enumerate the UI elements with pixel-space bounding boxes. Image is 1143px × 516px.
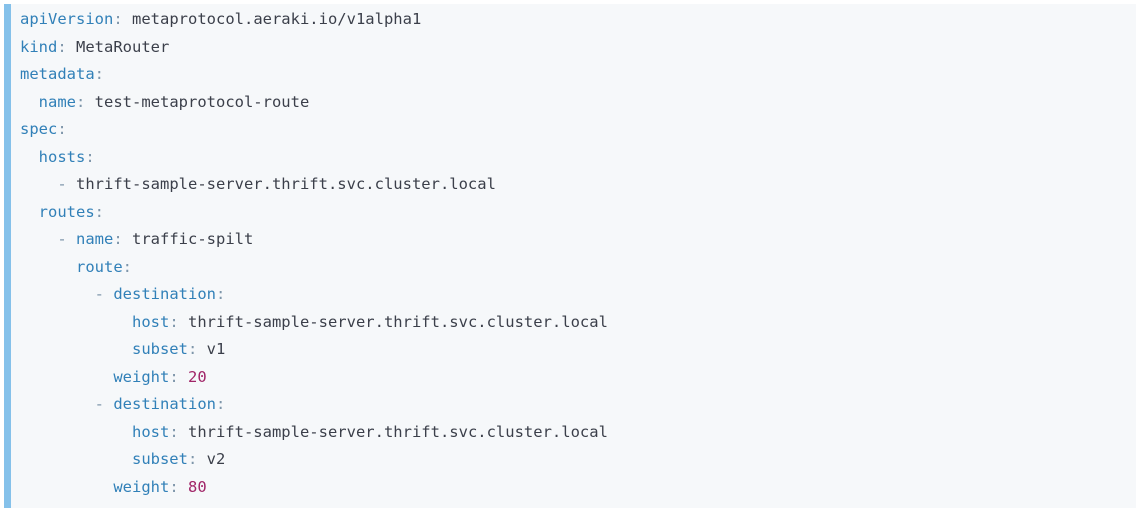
code-token-ws [20, 258, 76, 276]
code-token-ws [20, 478, 113, 496]
code-token-punct: : [169, 422, 188, 441]
code-content: apiVersion: metaprotocol.aeraki.io/v1alp… [20, 6, 1126, 501]
code-token-number: 20 [188, 367, 207, 386]
code-line: - destination: [20, 281, 1126, 309]
code-token-value: v1 [206, 340, 226, 358]
code-token-ws [20, 285, 95, 303]
code-token-value: thrift-sample-server.thrift.svc.cluster.… [187, 312, 608, 331]
code-token-punct: : [169, 367, 188, 386]
code-token-key: route [76, 257, 123, 276]
code-token-key: weight [113, 477, 170, 496]
code-token-punct: : [85, 147, 95, 166]
code-token-punct: - [94, 395, 114, 413]
code-token-key: hosts [38, 147, 86, 166]
code-token-number: 80 [188, 477, 207, 496]
code-token-ws [20, 368, 113, 386]
code-token-value: traffic-spilt [132, 230, 254, 248]
code-token-punct: : [187, 340, 207, 358]
code-token-punct: - [57, 175, 76, 193]
code-token-value: MetaRouter [76, 37, 170, 56]
code-line: - thrift-sample-server.thrift.svc.cluste… [20, 171, 1126, 199]
code-token-key: apiVersion [20, 10, 114, 28]
code-line: weight: 20 [20, 364, 1126, 392]
code-token-value: test-metaprotocol-route [94, 92, 310, 111]
code-token-ws [20, 230, 57, 248]
code-token-key: kind [20, 37, 58, 56]
code-token-punct: : [122, 257, 133, 276]
code-token-ws [20, 395, 95, 413]
code-line: host: thrift-sample-server.thrift.svc.cl… [20, 419, 1126, 447]
code-token-ws [20, 313, 132, 331]
code-token-punct: : [76, 92, 95, 111]
code-token-punct: - [57, 230, 76, 248]
code-token-key: routes [38, 202, 95, 221]
code-token-punct: : [94, 65, 104, 83]
code-token-key: spec [20, 120, 58, 138]
code-token-punct: - [94, 285, 114, 303]
code-token-key: subset [131, 450, 188, 468]
code-line: subset: v1 [20, 336, 1126, 364]
code-token-key: subset [131, 340, 188, 358]
code-token-punct: : [215, 285, 226, 303]
code-token-punct: : [94, 202, 105, 221]
code-token-key: destination [113, 285, 216, 303]
code-token-key: metadata [20, 65, 95, 83]
code-token-ws [20, 423, 132, 441]
code-token-ws [20, 93, 39, 111]
code-token-punct: : [169, 312, 188, 331]
code-line: subset: v2 [20, 446, 1126, 474]
code-line: host: thrift-sample-server.thrift.svc.cl… [20, 309, 1126, 337]
code-line: metadata: [20, 61, 1126, 89]
code-line: apiVersion: metaprotocol.aeraki.io/v1alp… [20, 6, 1126, 34]
code-token-punct: : [215, 395, 226, 413]
code-token-value: thrift-sample-server.thrift.svc.cluster.… [187, 422, 608, 441]
code-token-ws [20, 450, 132, 468]
code-line: - name: traffic-spilt [20, 226, 1126, 254]
code-line: route: [20, 254, 1126, 282]
code-token-ws [20, 148, 39, 166]
code-token-punct: : [57, 120, 67, 138]
code-token-punct: : [113, 10, 132, 28]
code-token-key: host [131, 312, 170, 331]
code-token-punct: : [187, 450, 207, 468]
code-token-punct: : [169, 477, 188, 496]
code-line: name: test-metaprotocol-route [20, 89, 1126, 117]
code-token-punct: : [57, 37, 76, 56]
code-token-key: destination [113, 395, 216, 413]
code-line: hosts: [20, 144, 1126, 172]
code-token-ws [20, 340, 132, 358]
code-token-value: v2 [206, 450, 226, 468]
code-token-key: name [38, 92, 76, 111]
code-line: spec: [20, 116, 1126, 144]
code-token-key: host [131, 422, 170, 441]
code-token-key: name [76, 230, 114, 248]
code-token-ws [20, 203, 39, 221]
code-token-punct: : [113, 230, 132, 248]
code-line: kind: MetaRouter [20, 34, 1126, 62]
code-token-value: metaprotocol.aeraki.io/v1alpha1 [132, 10, 422, 28]
code-token-ws [20, 175, 57, 193]
code-line: - destination: [20, 391, 1126, 419]
code-token-value: thrift-sample-server.thrift.svc.cluster.… [76, 175, 496, 193]
code-token-key: weight [113, 367, 170, 386]
yaml-code-block: apiVersion: metaprotocol.aeraki.io/v1alp… [4, 4, 1136, 508]
code-line: weight: 80 [20, 474, 1126, 502]
code-line: routes: [20, 199, 1126, 227]
